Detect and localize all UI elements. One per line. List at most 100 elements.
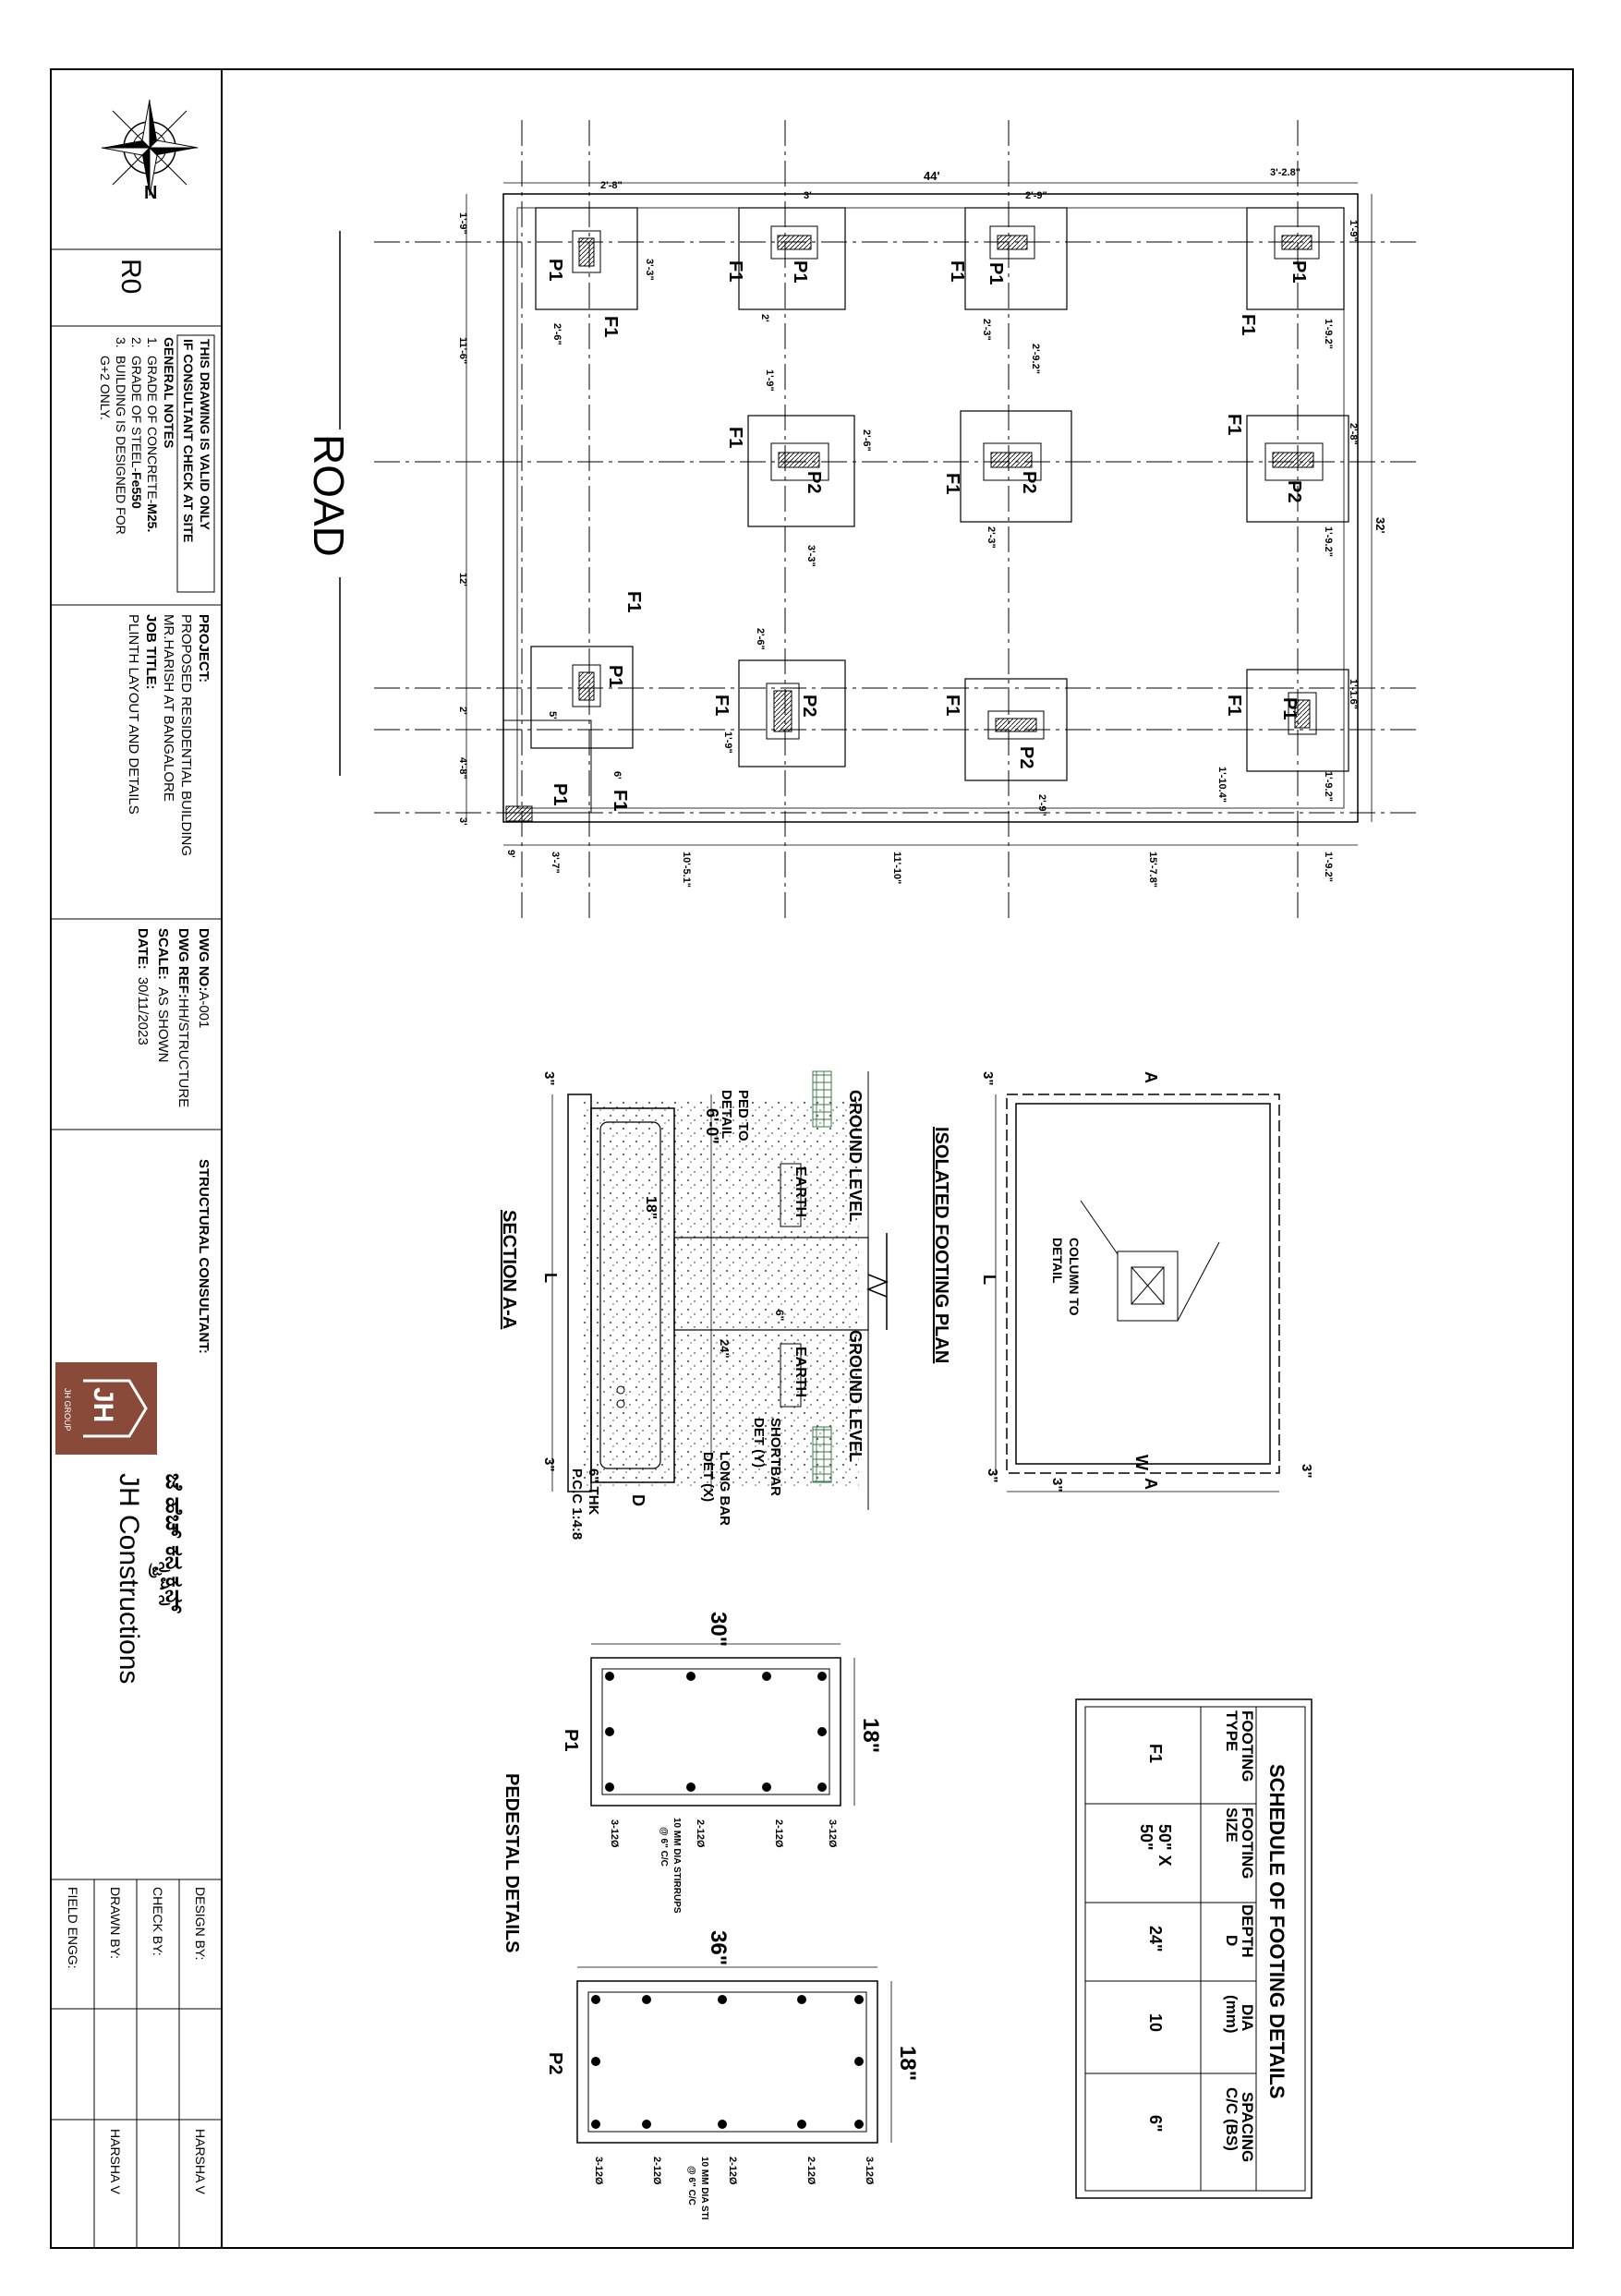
depth-dim: 24" bbox=[718, 1339, 732, 1359]
footing-f1-r2c2 bbox=[747, 415, 855, 527]
job-title-heading: JOB TITLE: bbox=[143, 614, 159, 690]
short-bar-2: DET (Y) bbox=[751, 1418, 767, 1468]
p2-long-dim: 36" bbox=[706, 1930, 731, 1965]
project-line-1: PROPOSED RESIDENTIAL BUILDING bbox=[178, 614, 194, 856]
company-logo: JH JH GROUP bbox=[55, 1362, 157, 1455]
section-offset: 3" bbox=[541, 1457, 557, 1471]
p2-stirrup-1: 10 MM DIA STI bbox=[699, 2157, 709, 2220]
footing-dim: 5' bbox=[547, 711, 558, 719]
footing-dim: 3'-3" bbox=[805, 545, 817, 567]
project-line-2: MR.HARISH AT BANGALORE bbox=[161, 614, 176, 802]
design-by-label: DESIGN BY: bbox=[193, 1887, 208, 1960]
check-by-label: CHECK BY: bbox=[151, 1887, 165, 1956]
long-bar-2: DET (X) bbox=[700, 1452, 716, 1502]
note-1: GRADE OF CONCRETE-M25. bbox=[145, 356, 160, 532]
p2-short-dim: 18" bbox=[895, 2046, 920, 2081]
schedule-header: SIZE bbox=[1223, 1807, 1240, 1843]
footing-dim: 9' bbox=[505, 850, 516, 858]
right-dim: 1'-9.2" bbox=[1323, 319, 1334, 349]
north-arrow-icon bbox=[101, 99, 199, 197]
road-label: ROAD bbox=[305, 434, 353, 557]
right-dim: 1'-9.2" bbox=[1323, 526, 1334, 557]
section-mark: A bbox=[1142, 1071, 1160, 1083]
earth-right: EARTH bbox=[792, 1347, 808, 1397]
pedestal-tag: P1 bbox=[545, 259, 565, 281]
schedule-header: D bbox=[1223, 1935, 1240, 1946]
ped-note-2: DETAIL bbox=[719, 1090, 734, 1139]
isolated-footing-plan: ISOLATED FOOTING PLAN COLUMN TO DETAIL L… bbox=[931, 1071, 1314, 1492]
left-dim: 12' bbox=[457, 573, 468, 586]
ground-level-right: GROUND LEVEL bbox=[846, 1330, 865, 1462]
footing-dim: 1'-9" bbox=[764, 369, 775, 392]
pedestal-tag: P2 bbox=[1284, 480, 1304, 502]
section-a-a: SECTION A-A GROUND LEVEL GROUND LEVEL EA… bbox=[499, 1070, 889, 1540]
ped-note-1: PED TO bbox=[735, 1090, 751, 1142]
cover-dim: 6" bbox=[773, 1310, 786, 1321]
footing-dim: 2'-9.2" bbox=[1030, 344, 1041, 374]
date: DATE:30/11/2023 bbox=[135, 928, 151, 1045]
footing-schedule: SCHEDULE OF FOOTING DETAILS FOOTING TYPE… bbox=[1075, 1698, 1313, 2199]
dwg-ref: DWG REF:HH/STRUCTURE bbox=[175, 928, 191, 1107]
footing-f1-r3c1 bbox=[530, 646, 634, 749]
bottom-dim: 11'-10" bbox=[891, 852, 902, 884]
footing-tag: F1 bbox=[1224, 414, 1244, 435]
revision-label: R0 bbox=[115, 259, 146, 294]
footing-dim: 2'-3" bbox=[986, 526, 997, 549]
column-note-1: COLUMN TO bbox=[1067, 1238, 1082, 1316]
schedule-size-2: 50" bbox=[1137, 1824, 1155, 1851]
left-dim: 3' bbox=[457, 817, 468, 826]
left-dim: 4'-8" bbox=[457, 757, 468, 779]
pedestal-details-title: PEDESTAL DETAILS bbox=[502, 1773, 522, 1952]
pedestal-tag: P1 bbox=[550, 783, 570, 805]
pedestal-details: 30" 18" P1 3-12Ø 2-12Ø 2-12Ø 3-12Ø 10 MM… bbox=[502, 1612, 920, 2220]
footing-dim: 2'-9" bbox=[1036, 794, 1047, 816]
section-length-label: L bbox=[541, 1273, 560, 1283]
pcc-1: 6" THK bbox=[586, 1468, 601, 1516]
footing-tag: F1 bbox=[610, 790, 630, 811]
dwg-no: DWG NO:A-001 bbox=[196, 928, 212, 1028]
ground-level-left: GROUND LEVEL bbox=[846, 1090, 865, 1222]
footing-f1-r2c3 bbox=[960, 410, 1072, 523]
p2-bar: 2-12Ø bbox=[727, 2157, 738, 2185]
general-notes-heading: GENERAL NOTES bbox=[162, 337, 176, 448]
isolated-plan-title: ISOLATED FOOTING PLAN bbox=[931, 1127, 951, 1363]
title-block: N R0 THIS DRAWING IS VALID ONLY IF CONSU… bbox=[50, 68, 223, 2249]
col-dim: 3'-2.8" bbox=[1270, 167, 1300, 178]
right-dim: 1'-9" bbox=[1348, 220, 1359, 242]
footing-f1-r1c2 bbox=[738, 207, 846, 310]
footing-f1-r1c4 bbox=[1246, 207, 1345, 310]
footing-dim: 2'-6" bbox=[755, 628, 766, 650]
project-heading: PROJECT: bbox=[196, 614, 212, 683]
note-3: BUILDING IS DESIGNED FOR bbox=[114, 356, 128, 535]
p1-long-dim: 30" bbox=[706, 1612, 731, 1647]
note-3-num: 3. bbox=[114, 337, 128, 348]
pedestal-dim: 18" bbox=[643, 1196, 659, 1219]
footing-tag: F1 bbox=[1224, 695, 1244, 716]
footing-f1-r3c2 bbox=[738, 659, 846, 767]
footing-dim: 2'-6" bbox=[551, 323, 563, 345]
pedestal-tag: P2 bbox=[804, 471, 824, 493]
schedule-depth: 24" bbox=[1146, 1926, 1165, 1952]
p1-bar: 2-12Ø bbox=[695, 1819, 706, 1848]
schedule-title: SCHEDULE OF FOOTING DETAILS bbox=[1265, 1764, 1288, 2099]
overall-depth-dim: 32' bbox=[1373, 517, 1387, 534]
schedule-header: TYPE bbox=[1223, 1710, 1240, 1751]
pedestal-tag: P2 bbox=[1019, 471, 1039, 493]
p1-bar: 3-12Ø bbox=[609, 1819, 620, 1848]
footing-tag: F1 bbox=[623, 591, 644, 612]
left-dim: 1'-9" bbox=[457, 212, 468, 235]
svg-text:JH GROUP: JH GROUP bbox=[63, 1388, 72, 1432]
width-dim: 6'-0" bbox=[703, 1108, 721, 1144]
validity-line-2: IF CONSULTANT CHECK AT SITE bbox=[181, 339, 196, 542]
right-dim: 1'-1.6" bbox=[1348, 679, 1359, 709]
pedestal-tag: P1 bbox=[605, 665, 625, 687]
design-by-value: HARSHA V bbox=[193, 2129, 208, 2194]
earth-left: EARTH bbox=[792, 1166, 808, 1217]
svg-text:JH: JH bbox=[88, 1387, 118, 1422]
section-title: SECTION A-A bbox=[499, 1210, 519, 1329]
plan-offset: 3" bbox=[985, 1468, 1000, 1482]
consultant-heading: STRUCTURAL CONSULTANT: bbox=[196, 1159, 212, 1354]
pedestal-tag: P1 bbox=[1279, 697, 1300, 719]
long-bar-1: LONG BAR bbox=[717, 1452, 732, 1526]
p2-stirrup-2: @ 6" C/C bbox=[686, 2166, 696, 2205]
